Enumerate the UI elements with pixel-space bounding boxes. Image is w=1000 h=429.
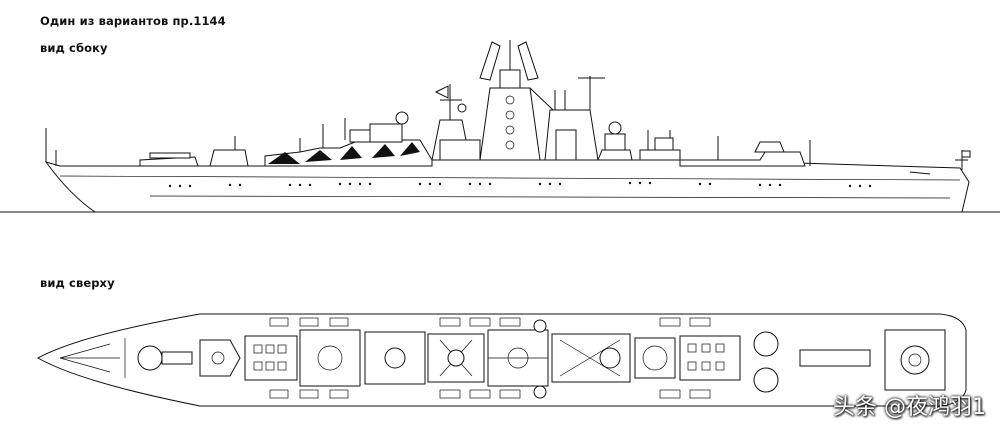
camouflage-patches xyxy=(268,142,420,164)
radar-antenna-right xyxy=(517,41,539,81)
forward-block-1 xyxy=(244,335,298,381)
side-boats xyxy=(269,317,711,399)
forward-launcher xyxy=(139,156,199,167)
aft-director-plan xyxy=(634,337,676,379)
bridge-plan xyxy=(364,331,426,385)
radar-antenna-left xyxy=(479,41,501,81)
fire-control-director xyxy=(395,111,409,125)
drawing-title: Один из вариантов пр.1144 xyxy=(40,14,226,28)
watermark: 头条 @夜鸿羽1 xyxy=(833,395,986,420)
forward-launcher-circle xyxy=(137,345,163,371)
side-view-label: вид сбоку xyxy=(40,41,108,55)
aft-turret-starboard xyxy=(753,367,779,393)
hull-sheer-line xyxy=(59,175,961,181)
hull-boot-line xyxy=(149,195,951,199)
top-view xyxy=(36,313,967,407)
aft-superstructure xyxy=(679,151,806,167)
aft-turret-port xyxy=(753,331,779,357)
top-view-label: вид сверху xyxy=(40,276,115,290)
forward-gun-mount xyxy=(209,149,249,167)
portholes xyxy=(168,181,872,188)
bridge xyxy=(369,123,403,143)
side-view xyxy=(0,40,1000,213)
aft-block xyxy=(679,335,741,381)
forward-gun-platform xyxy=(199,339,241,377)
aft-director xyxy=(608,121,622,135)
hull xyxy=(44,159,970,213)
aft-gun-turret xyxy=(754,141,785,153)
forward-block-2 xyxy=(299,329,361,387)
ensign-flag xyxy=(961,150,971,158)
helicopter-hangar xyxy=(799,349,871,367)
